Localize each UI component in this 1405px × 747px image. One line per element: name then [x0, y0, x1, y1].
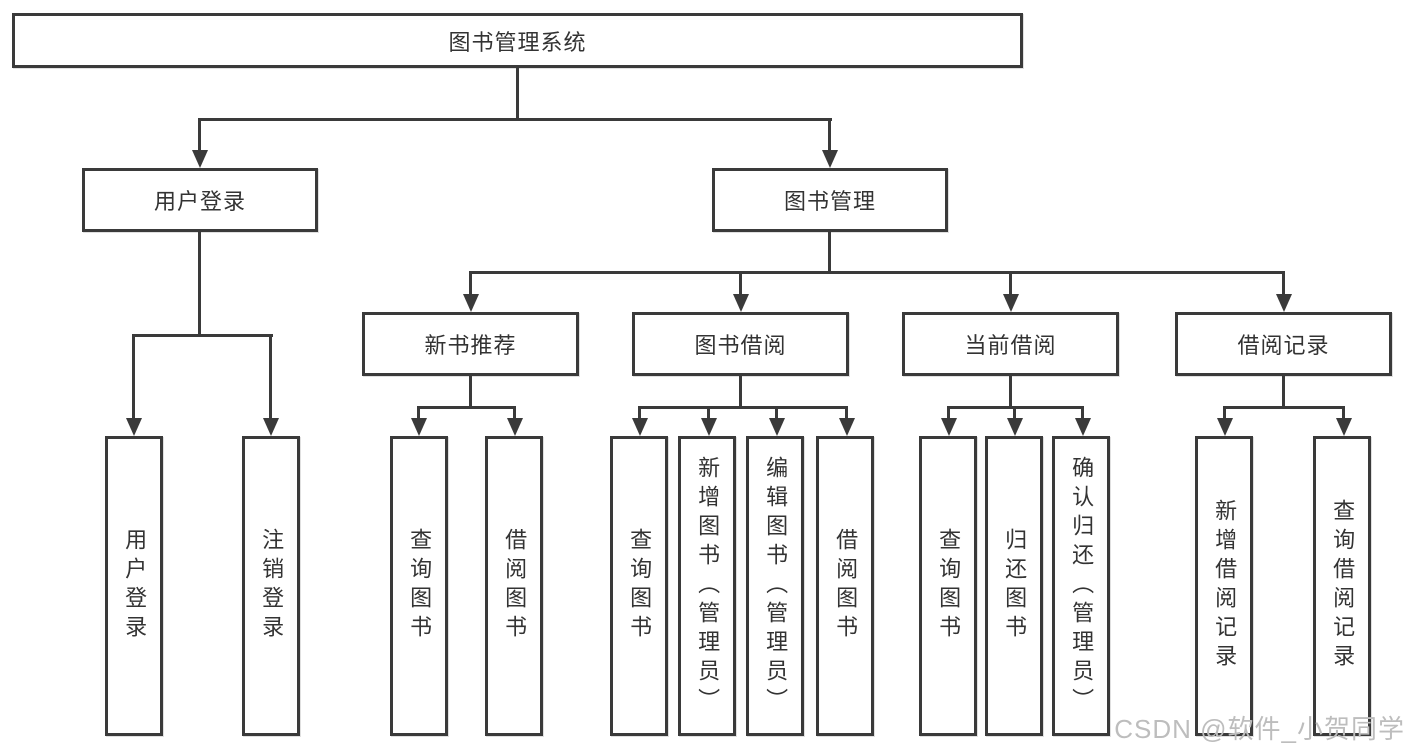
connector-arrow	[1336, 418, 1352, 436]
leaf-edit-book-admin: 编辑图书（管理员）	[746, 436, 804, 736]
leaf-add-book-admin: 新增图书（管理员）	[678, 436, 736, 736]
leaf-query-book-current: 查询图书	[919, 436, 977, 736]
node-borrow-records: 借阅记录	[1175, 312, 1392, 376]
connector-arrow	[507, 418, 523, 436]
connector-arrow	[632, 418, 648, 436]
connector-arrow	[1007, 418, 1023, 436]
connector-line	[198, 118, 832, 121]
connector-arrow	[769, 418, 785, 436]
connector-line	[198, 118, 201, 152]
connector-line	[1223, 406, 1345, 409]
connector-line	[513, 406, 516, 420]
connector-arrow	[701, 418, 717, 436]
connector-arrow	[192, 150, 208, 168]
node-new-book-recommend: 新书推荐	[362, 312, 579, 376]
connector-line	[1081, 406, 1084, 420]
connector-arrow	[822, 150, 838, 168]
connector-line	[469, 374, 472, 409]
node-book-borrow: 图书借阅	[632, 312, 849, 376]
connector-arrow	[263, 418, 279, 436]
node-book-management: 图书管理	[712, 168, 948, 232]
connector-line	[132, 334, 273, 337]
connector-line	[417, 406, 516, 409]
connector-line	[1342, 406, 1345, 420]
node-root: 图书管理系统	[12, 13, 1023, 68]
connector-line	[417, 406, 420, 420]
leaf-user-login: 用户登录	[105, 436, 163, 736]
connector-line	[707, 406, 710, 420]
connector-line	[638, 406, 641, 420]
connector-line	[845, 406, 848, 420]
connector-arrow	[941, 418, 957, 436]
connector-line	[198, 230, 201, 337]
connector-line	[1282, 271, 1285, 297]
leaf-logout: 注销登录	[242, 436, 300, 736]
leaf-query-borrow-record: 查询借阅记录	[1313, 436, 1371, 736]
connector-arrow	[1217, 418, 1233, 436]
connector-arrow	[733, 294, 749, 312]
connector-line	[1223, 406, 1226, 420]
connector-line	[775, 406, 778, 420]
leaf-confirm-return-admin: 确认归还（管理员）	[1052, 436, 1110, 736]
leaf-add-borrow-record: 新增借阅记录	[1195, 436, 1253, 736]
connector-arrow	[463, 294, 479, 312]
leaf-return-book: 归还图书	[985, 436, 1043, 736]
leaf-query-book-recommend: 查询图书	[390, 436, 448, 736]
connector-line	[947, 406, 950, 420]
node-user-login: 用户登录	[82, 168, 318, 232]
connector-line	[516, 68, 519, 121]
connector-arrow	[126, 418, 142, 436]
connector-line	[1009, 271, 1012, 297]
connector-line	[469, 271, 472, 297]
connector-line	[469, 271, 1285, 274]
connector-line	[269, 334, 272, 420]
leaf-borrow-book-recommend: 借阅图书	[485, 436, 543, 736]
connector-arrow	[1276, 294, 1292, 312]
watermark-text: CSDN @软件_小贺同学	[1114, 714, 1405, 744]
node-current-borrow: 当前借阅	[902, 312, 1119, 376]
connector-arrow	[839, 418, 855, 436]
connector-line	[1282, 374, 1285, 409]
connector-line	[739, 271, 742, 297]
leaf-query-book-borrow: 查询图书	[610, 436, 668, 736]
connector-line	[1013, 406, 1016, 420]
connector-line	[739, 374, 742, 409]
connector-arrow	[1003, 294, 1019, 312]
connector-arrow	[411, 418, 427, 436]
connector-arrow	[1075, 418, 1091, 436]
connector-line	[132, 334, 135, 420]
connector-line	[828, 230, 831, 274]
connector-line	[638, 406, 848, 409]
leaf-borrow-book: 借阅图书	[816, 436, 874, 736]
connector-line	[828, 118, 831, 152]
connector-line	[1009, 374, 1012, 409]
